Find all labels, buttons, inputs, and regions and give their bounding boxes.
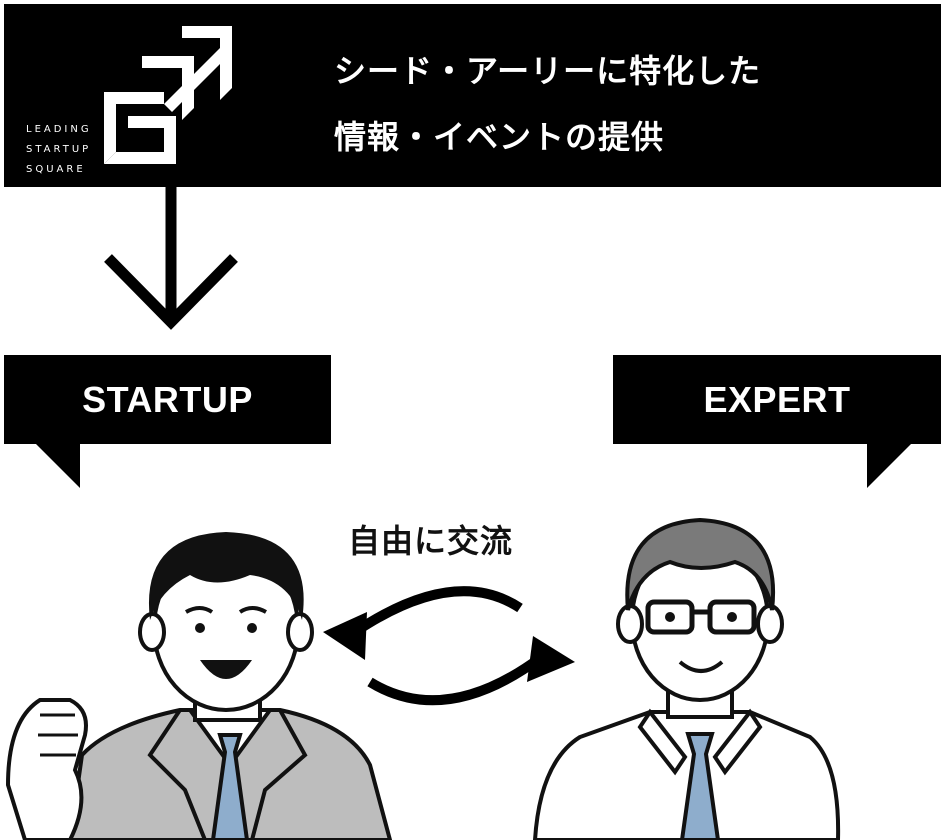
header-banner: LEADING STARTUP SQUARE シード・アーリーに特化した 情報・… (4, 4, 941, 187)
headline-line-2: 情報・イベントの提供 (334, 118, 665, 156)
expert-person-illustration (532, 517, 841, 840)
expert-label: EXPERT (613, 355, 941, 444)
headline-line-1: シード・アーリーに特化した (334, 52, 762, 90)
startup-callout: STARTUP (4, 355, 331, 490)
logo-line-2: STARTUP (26, 144, 92, 155)
lss-logo-icon (104, 26, 232, 164)
startup-label: STARTUP (4, 355, 331, 444)
startup-person-illustration (5, 532, 393, 840)
exchange-label: 自由に交流 (348, 522, 514, 560)
logo-wordmark: LEADING STARTUP SQUARE (26, 120, 92, 180)
expert-callout: EXPERT (613, 355, 941, 490)
logo-line-3: SQUARE (26, 164, 86, 175)
logo-line-1: LEADING (26, 124, 92, 135)
cycle-arrows-icon (323, 586, 575, 706)
arrow-down-icon (104, 180, 238, 330)
headline: シード・アーリーに特化した 情報・イベントの提供 (334, 38, 761, 170)
callout-tail (867, 442, 913, 488)
callout-tail (34, 442, 80, 488)
